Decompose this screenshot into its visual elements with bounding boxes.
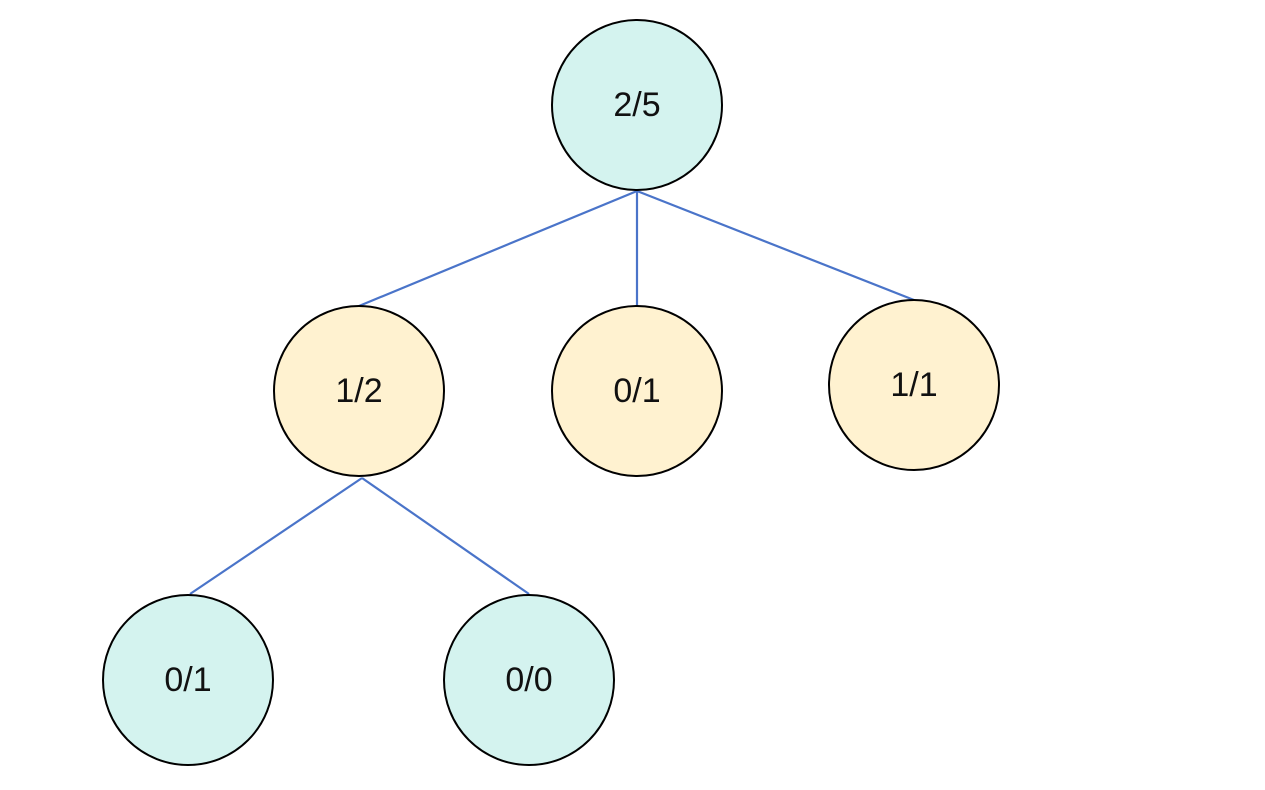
node-right: 1/1 (828, 299, 1000, 471)
edge-left-to-rightleaf (361, 477, 530, 595)
edge-left-to-leftleaf (189, 477, 363, 595)
node-right-leaf-label: 0/0 (505, 661, 552, 699)
edge-root-to-right (636, 189, 915, 302)
node-left-leaf-label: 0/1 (164, 661, 211, 699)
node-right-leaf: 0/0 (443, 594, 615, 766)
node-middle: 0/1 (551, 305, 723, 477)
edge-root-to-left (358, 189, 638, 308)
node-middle-circle (551, 305, 723, 477)
node-left-circle (273, 305, 445, 477)
node-left-label: 1/2 (335, 372, 382, 410)
node-root: 2/5 (551, 19, 723, 191)
node-middle-label: 0/1 (613, 372, 660, 410)
node-left-leaf-circle (102, 594, 274, 766)
node-root-label: 2/5 (613, 86, 660, 124)
node-root-circle (551, 19, 723, 191)
node-right-leaf-circle (443, 594, 615, 766)
node-right-circle (828, 299, 1000, 471)
node-left-leaf: 0/1 (102, 594, 274, 766)
node-left: 1/2 (273, 305, 445, 477)
node-right-label: 1/1 (890, 366, 937, 404)
